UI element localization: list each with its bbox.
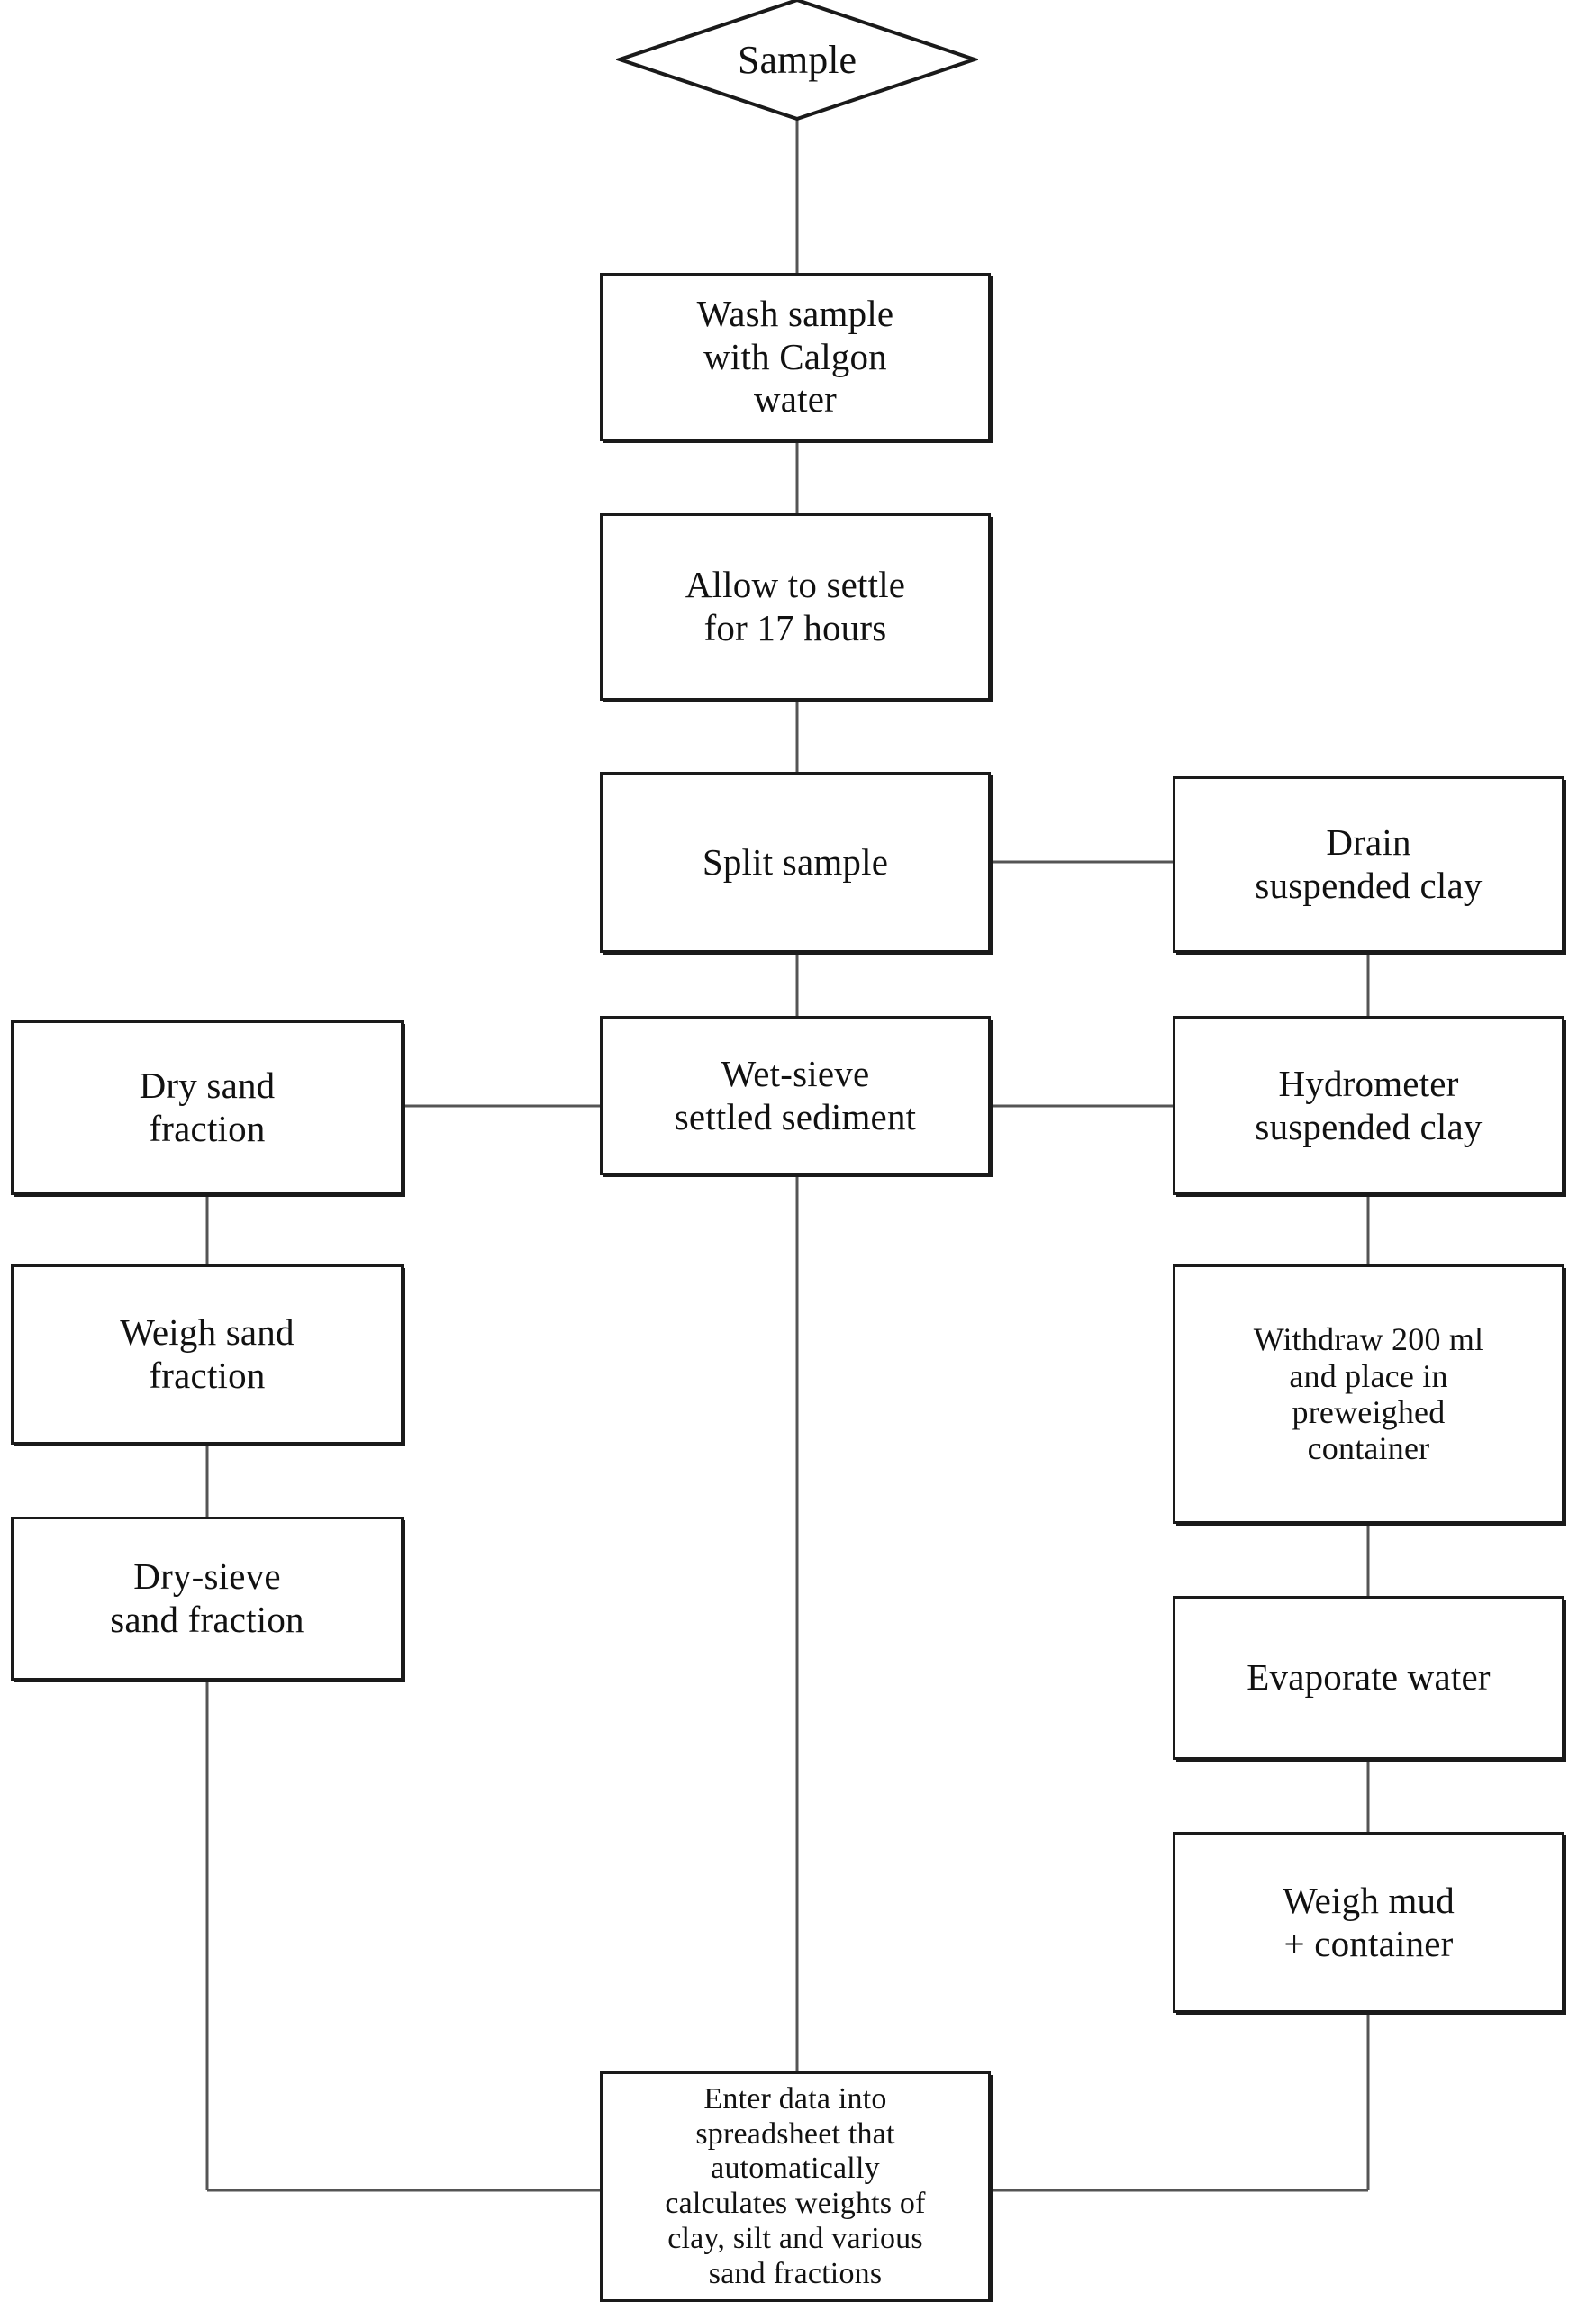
node-sample[interactable]: Sample [616, 0, 978, 121]
node-dry-sand-fraction-label: Dry sand fraction [139, 1065, 276, 1149]
node-sample-label: Sample [738, 37, 857, 82]
diamond-outline [616, 0, 978, 121]
node-drain-suspended-clay-label: Drain suspended clay [1255, 821, 1483, 906]
node-drain-suspended-clay[interactable]: Drain suspended clay [1173, 776, 1564, 953]
node-wet-sieve-settled-sediment[interactable]: Wet-sieve settled sediment [600, 1016, 991, 1175]
node-hydrometer-suspended-clay-label: Hydrometer suspended clay [1255, 1062, 1483, 1147]
node-allow-to-settle-label: Allow to settle for 17 hours [685, 564, 906, 648]
node-withdraw-200ml-label: Withdraw 200 ml and place in preweighed … [1253, 1321, 1484, 1467]
node-weigh-sand-fraction[interactable]: Weigh sand fraction [11, 1264, 404, 1445]
node-dry-sand-fraction[interactable]: Dry sand fraction [11, 1020, 404, 1195]
node-wash-sample[interactable]: Wash sample with Calgon water [600, 273, 991, 441]
node-dry-sieve-sand-fraction-label: Dry-sieve sand fraction [110, 1555, 304, 1640]
node-weigh-mud-container[interactable]: Weigh mud + container [1173, 1832, 1564, 2013]
node-split-sample-label: Split sample [702, 840, 889, 883]
node-dry-sieve-sand-fraction[interactable]: Dry-sieve sand fraction [11, 1517, 404, 1681]
node-wash-sample-label: Wash sample with Calgon water [696, 293, 894, 421]
node-split-sample[interactable]: Split sample [600, 772, 991, 953]
node-withdraw-200ml[interactable]: Withdraw 200 ml and place in preweighed … [1173, 1264, 1564, 1524]
node-allow-to-settle[interactable]: Allow to settle for 17 hours [600, 513, 991, 701]
node-enter-data[interactable]: Enter data into spreadsheet that automat… [600, 2071, 991, 2302]
node-enter-data-label: Enter data into spreadsheet that automat… [665, 2081, 926, 2290]
node-wet-sieve-settled-sediment-label: Wet-sieve settled sediment [674, 1052, 917, 1137]
node-evaporate-water[interactable]: Evaporate water [1173, 1596, 1564, 1760]
node-weigh-mud-container-label: Weigh mud + container [1283, 1879, 1455, 1964]
node-weigh-sand-fraction-label: Weigh sand fraction [120, 1311, 295, 1396]
node-evaporate-water-label: Evaporate water [1247, 1656, 1491, 1699]
node-hydrometer-suspended-clay[interactable]: Hydrometer suspended clay [1173, 1016, 1564, 1195]
